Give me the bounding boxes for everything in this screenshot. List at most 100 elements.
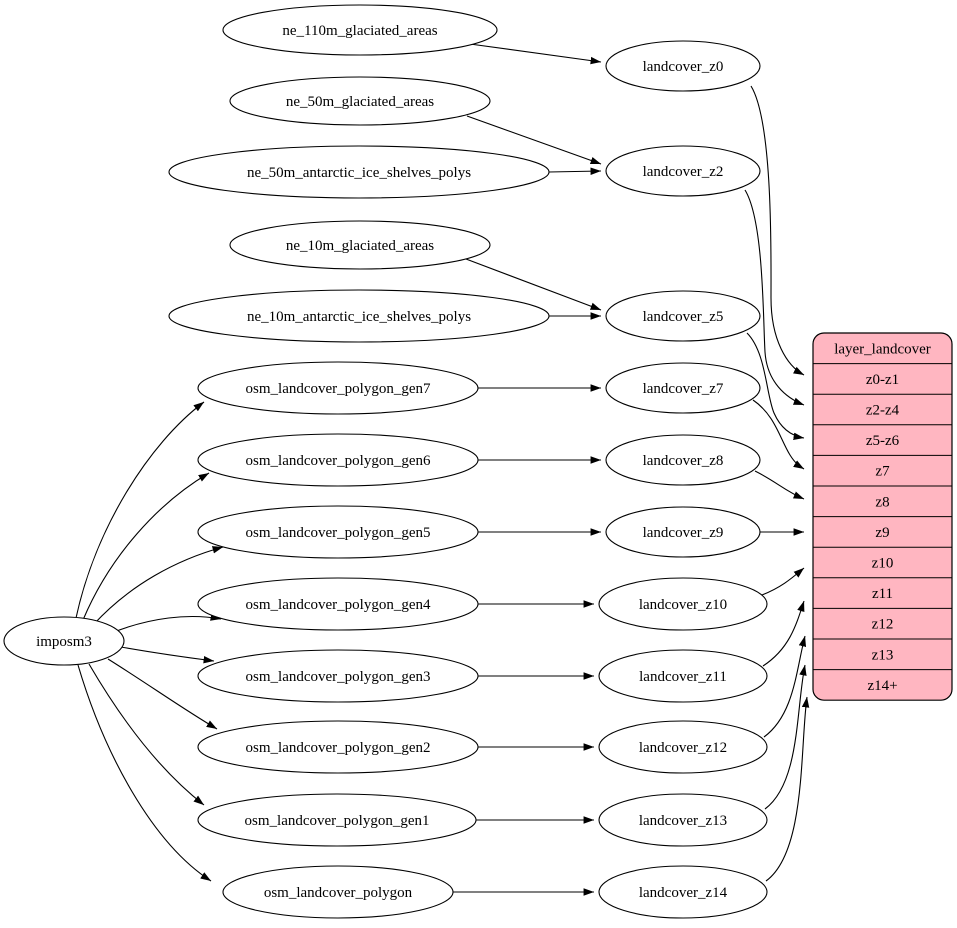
edge-landcover_z10--layer_landcover:z10: [761, 567, 805, 596]
edge-imposm3--osm_landcover_polygon_gen3: [120, 646, 215, 664]
edge-landcover_z13--layer_landcover:z13: [764, 664, 807, 810]
edge-ne_10m_glaciated_areas--landcover_z5: [465, 258, 602, 311]
node-osm_landcover_polygon_gen3: osm_landcover_polygon_gen3: [197, 649, 479, 703]
node-label-landcover_z9: landcover_z9: [643, 525, 724, 541]
table-title: layer_landcover: [834, 341, 931, 357]
table-row-z10: z10: [872, 556, 894, 572]
table-row-z7: z7: [875, 464, 890, 480]
node-label-imposm3: imposm3: [36, 634, 92, 650]
node-ellipse-ne_50m_glaciated_areas: [229, 76, 491, 126]
node-ellipse-osm_landcover_polygon_gen2: [197, 720, 479, 774]
edge-landcover_z8--layer_landcover:z8: [754, 470, 805, 500]
node-landcover_z14: landcover_z14: [598, 865, 768, 919]
edge-landcover_z5--layer_landcover:z5-z6: [746, 332, 805, 440]
edge-landcover_z11--layer_landcover:z11: [762, 600, 805, 667]
edge-landcover_z7--layer_landcover:z7: [752, 399, 805, 470]
node-label-landcover_z12: landcover_z12: [639, 740, 727, 756]
node-label-osm_landcover_polygon_gen3: osm_landcover_polygon_gen3: [246, 669, 431, 685]
node-ellipse-landcover_z9: [605, 506, 761, 558]
node-label-ne_50m_antarctic_ice_shelves_polys: ne_50m_antarctic_ice_shelves_polys: [247, 165, 471, 181]
node-ellipse-landcover_z5: [605, 290, 761, 342]
node-ellipse-osm_landcover_polygon_gen4: [197, 577, 479, 631]
node-ellipse-osm_landcover_polygon_gen5: [197, 505, 479, 559]
node-osm_landcover_polygon_gen7: osm_landcover_polygon_gen7: [197, 361, 479, 415]
table-row-z12: z12: [872, 617, 894, 633]
node-ne_50m_glaciated_areas: ne_50m_glaciated_areas: [229, 76, 491, 126]
node-label-landcover_z7: landcover_z7: [643, 381, 724, 397]
node-ellipse-osm_landcover_polygon: [222, 865, 454, 919]
node-osm_landcover_polygon_gen6: osm_landcover_polygon_gen6: [197, 433, 479, 487]
edge-imposm3--osm_landcover_polygon_gen2: [107, 658, 218, 730]
edge-landcover_z0--layer_landcover:z0-z1: [750, 85, 805, 376]
node-label-landcover_z13: landcover_z13: [639, 813, 727, 829]
table-row-z0-z1: z0-z1: [866, 372, 899, 388]
edge-imposm3--osm_landcover_polygon: [77, 664, 212, 882]
table-row-z13: z13: [872, 647, 894, 663]
node-ellipse-ne_110m_glaciated_areas: [222, 4, 498, 56]
edge-imposm3--osm_landcover_polygon_gen4: [113, 613, 222, 633]
node-ellipse-osm_landcover_polygon_gen7: [197, 361, 479, 415]
node-ellipse-osm_landcover_polygon_gen3: [197, 649, 479, 703]
node-landcover_z0: landcover_z0: [605, 40, 761, 92]
table-row-z2-z4: z2-z4: [866, 403, 900, 419]
node-label-ne_10m_antarctic_ice_shelves_polys: ne_10m_antarctic_ice_shelves_polys: [247, 309, 471, 325]
node-label-osm_landcover_polygon_gen4: osm_landcover_polygon_gen4: [246, 597, 431, 613]
node-label-osm_landcover_polygon_gen5: osm_landcover_polygon_gen5: [246, 525, 431, 541]
edge-ne_110m_glaciated_areas--landcover_z0: [469, 43, 602, 65]
table-row-z8: z8: [875, 494, 889, 510]
node-osm_landcover_polygon: osm_landcover_polygon: [222, 865, 454, 919]
table-row-z5-z6: z5-z6: [866, 433, 900, 449]
node-landcover_z11: landcover_z11: [598, 649, 768, 703]
node-ellipse-imposm3: [3, 616, 125, 666]
node-landcover_z9: landcover_z9: [605, 506, 761, 558]
node-label-osm_landcover_polygon_gen7: osm_landcover_polygon_gen7: [246, 381, 431, 397]
node-label-osm_landcover_polygon: osm_landcover_polygon: [264, 885, 413, 901]
node-osm_landcover_polygon_gen5: osm_landcover_polygon_gen5: [197, 505, 479, 559]
node-imposm3: imposm3: [3, 616, 125, 666]
node-ellipse-osm_landcover_polygon_gen6: [197, 433, 479, 487]
node-landcover_z10: landcover_z10: [598, 577, 768, 631]
node-ne_10m_antarctic_ice_shelves_polys: ne_10m_antarctic_ice_shelves_polys: [168, 289, 550, 343]
node-ellipse-landcover_z13: [598, 793, 768, 847]
edge-imposm3--osm_landcover_polygon_gen1: [88, 663, 205, 806]
node-ellipse-ne_10m_glaciated_areas: [229, 220, 491, 270]
node-osm_landcover_polygon_gen2: osm_landcover_polygon_gen2: [197, 720, 479, 774]
node-landcover_z13: landcover_z13: [598, 793, 768, 847]
edge-landcover_z2--layer_landcover:z2-z4: [744, 189, 805, 406]
node-landcover_z12: landcover_z12: [598, 720, 768, 774]
node-label-ne_50m_glaciated_areas: ne_50m_glaciated_areas: [286, 94, 434, 110]
node-label-ne_110m_glaciated_areas: ne_110m_glaciated_areas: [282, 23, 437, 39]
node-label-landcover_z0: landcover_z0: [643, 59, 724, 75]
node-ellipse-landcover_z14: [598, 865, 768, 919]
table-row-z11: z11: [872, 586, 893, 602]
node-label-landcover_z14: landcover_z14: [639, 885, 728, 901]
edge-ne_50m_antarctic_ice_shelves_polys--landcover_z2: [548, 167, 602, 175]
node-ellipse-landcover_z12: [598, 720, 768, 774]
edge-landcover_z12--layer_landcover:z12: [763, 635, 807, 738]
node-label-ne_10m_glaciated_areas: ne_10m_glaciated_areas: [286, 238, 434, 254]
node-label-landcover_z2: landcover_z2: [643, 164, 724, 180]
edge-landcover_z14--layer_landcover:z14+: [765, 696, 810, 882]
node-label-landcover_z8: landcover_z8: [643, 453, 724, 469]
node-label-landcover_z10: landcover_z10: [639, 597, 727, 613]
node-landcover_z2: landcover_z2: [605, 145, 761, 197]
edge-imposm3--osm_landcover_polygon_gen6: [82, 472, 210, 621]
node-ellipse-landcover_z7: [605, 362, 761, 414]
node-label-landcover_z5: landcover_z5: [643, 309, 724, 325]
node-ne_50m_antarctic_ice_shelves_polys: ne_50m_antarctic_ice_shelves_polys: [168, 145, 550, 199]
node-osm_landcover_polygon_gen1: osm_landcover_polygon_gen1: [197, 793, 477, 847]
node-label-landcover_z11: landcover_z11: [639, 669, 727, 685]
node-ne_110m_glaciated_areas: ne_110m_glaciated_areas: [222, 4, 498, 56]
node-ne_10m_glaciated_areas: ne_10m_glaciated_areas: [229, 220, 491, 270]
node-landcover_z8: landcover_z8: [605, 434, 761, 486]
table-row-z14+: z14+: [867, 678, 897, 694]
table-layer: layer_landcoverz0-z1z2-z4z5-z6z7z8z9z10z…: [812, 332, 953, 701]
node-landcover_z7: landcover_z7: [605, 362, 761, 414]
node-label-osm_landcover_polygon_gen2: osm_landcover_polygon_gen2: [246, 740, 431, 756]
node-landcover_z5: landcover_z5: [605, 290, 761, 342]
edge-imposm3--osm_landcover_polygon_gen7: [75, 401, 205, 619]
node-label-osm_landcover_polygon_gen6: osm_landcover_polygon_gen6: [246, 453, 431, 469]
node-osm_landcover_polygon_gen4: osm_landcover_polygon_gen4: [197, 577, 479, 631]
